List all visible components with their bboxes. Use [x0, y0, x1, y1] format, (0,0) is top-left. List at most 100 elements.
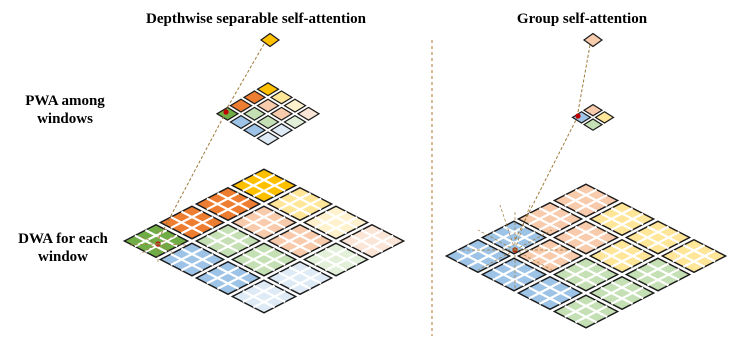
left-dwa-cell-divider — [360, 229, 394, 248]
left-dwa-window-grid — [122, 168, 406, 314]
left-dwa-cell-divider — [170, 253, 204, 272]
right-cell-divider — [574, 188, 608, 207]
right-cell-divider — [564, 305, 598, 324]
right-window-3-0 — [444, 238, 512, 274]
right-cell-divider — [528, 207, 562, 226]
left-dwa-cell-divider — [216, 229, 250, 248]
right-cell-divider — [636, 262, 670, 281]
left-dwa-cell-divider — [252, 253, 286, 272]
left-dwa-cell-divider — [170, 216, 204, 235]
left-pwa-grid — [215, 82, 321, 146]
right-cell-divider — [502, 262, 536, 281]
left-dwa-cell-divider — [180, 210, 214, 229]
left-dwa-cell-divider — [278, 229, 312, 248]
right-cell-divider — [502, 231, 536, 250]
right-connector-top — [577, 44, 591, 113]
left-dwa-cell-divider — [288, 197, 322, 216]
left-dwa-cell-divider — [216, 197, 250, 216]
right-cell-divider — [528, 286, 562, 305]
right-cell-divider — [610, 249, 644, 268]
left-dwa-cell-divider — [278, 271, 312, 290]
right-window-2-1 — [516, 238, 584, 274]
left-dwa-window-2-3 — [266, 260, 334, 296]
left-dwa-cell-divider — [242, 173, 276, 192]
left-dwa-cell-divider — [180, 216, 214, 235]
left-dwa-window-3-2 — [194, 260, 262, 296]
left-pwa-token-3-3 — [256, 131, 280, 146]
left-dwa-window-1-2 — [266, 223, 334, 259]
left-attention-line-1 — [157, 235, 176, 245]
left-dwa-cell-divider — [242, 247, 276, 266]
left-dwa-cell-divider — [242, 290, 276, 309]
left-pwa-token-0-1 — [269, 90, 294, 105]
right-window-0-0 — [552, 183, 620, 218]
right-cell-divider — [492, 231, 526, 250]
left-dwa-cell-divider — [252, 210, 286, 229]
right-cell-divider — [600, 207, 634, 226]
right-cell-divider — [682, 244, 716, 263]
left-dwa-window-1-3 — [302, 242, 370, 277]
left-pwa-token-1-3 — [283, 114, 307, 130]
right-window-1-0 — [516, 201, 584, 237]
right-cell-divider — [636, 225, 670, 244]
left-dwa-cell-divider — [288, 234, 322, 253]
right-cell-divider — [492, 225, 526, 244]
left-dwa-cell-divider — [278, 197, 312, 216]
left-dwa-cell-divider — [134, 234, 168, 253]
right-cell-divider — [538, 281, 572, 300]
left-dwa-window-0-0 — [230, 168, 298, 203]
dwa-label-line2: window — [38, 249, 88, 265]
left-dwa-cell-divider — [144, 234, 178, 253]
left-attention-line-0 — [139, 235, 159, 245]
right-cell-divider — [574, 262, 608, 281]
right-cell-divider — [466, 249, 500, 268]
left-pwa-token-3-1 — [229, 114, 253, 130]
right-cell-divider — [600, 249, 634, 268]
left-dwa-window-0-1 — [266, 186, 334, 222]
right-group-grid — [571, 103, 615, 131]
left-dwa-window-2-1 — [194, 223, 262, 259]
left-dwa-cell-divider — [206, 266, 240, 285]
right-cell-divider — [600, 244, 634, 263]
left-dwa-cell-divider — [252, 173, 286, 192]
right-group-token-0-0 — [582, 103, 604, 117]
left-dwa-cell-divider — [206, 271, 240, 290]
left-dwa-window-3-3 — [230, 279, 298, 314]
right-cell-divider — [646, 268, 680, 287]
right-window-1-2 — [588, 238, 656, 274]
right-cell-divider — [610, 281, 644, 300]
left-pwa-token-1-1 — [256, 98, 280, 113]
right-group-token-1-1 — [582, 118, 604, 131]
left-dwa-window-3-1 — [158, 242, 226, 277]
left-dwa-cell-divider — [216, 192, 250, 211]
right-cell-divider — [672, 244, 706, 263]
right-cell-divider — [564, 188, 598, 207]
right-cell-divider — [574, 305, 608, 324]
left-dwa-cell-divider — [216, 271, 250, 290]
left-pwa-token-1-2 — [269, 106, 294, 121]
right-cell-divider — [538, 212, 572, 231]
right-group-token-0-1 — [594, 111, 615, 124]
left-dwa-cell-divider — [314, 210, 348, 229]
left-dwa-cell-divider — [170, 247, 204, 266]
left-dwa-cell-divider — [324, 210, 358, 229]
right-cell-divider — [538, 286, 572, 305]
right-cell-divider — [610, 286, 644, 305]
left-dwa-cell-divider — [206, 197, 240, 216]
right-cell-divider — [574, 231, 608, 250]
right-cell-divider — [564, 268, 598, 287]
right-attention-line-3 — [514, 249, 553, 271]
right-cell-divider — [456, 249, 490, 268]
left-dwa-cell-divider — [350, 234, 384, 253]
right-group-query-dot — [575, 113, 581, 119]
left-pwa-query-dot — [223, 109, 229, 115]
left-pwa-token-2-1 — [242, 106, 267, 121]
connector-lines — [129, 43, 591, 288]
right-window-1-3 — [624, 257, 692, 292]
right-cell-divider — [646, 225, 680, 244]
right-window-3-1 — [480, 257, 548, 292]
right-cell-divider — [538, 207, 572, 226]
left-dwa-cell-divider — [360, 234, 394, 253]
right-cell-divider — [492, 268, 526, 287]
right-cell-divider — [636, 268, 670, 287]
